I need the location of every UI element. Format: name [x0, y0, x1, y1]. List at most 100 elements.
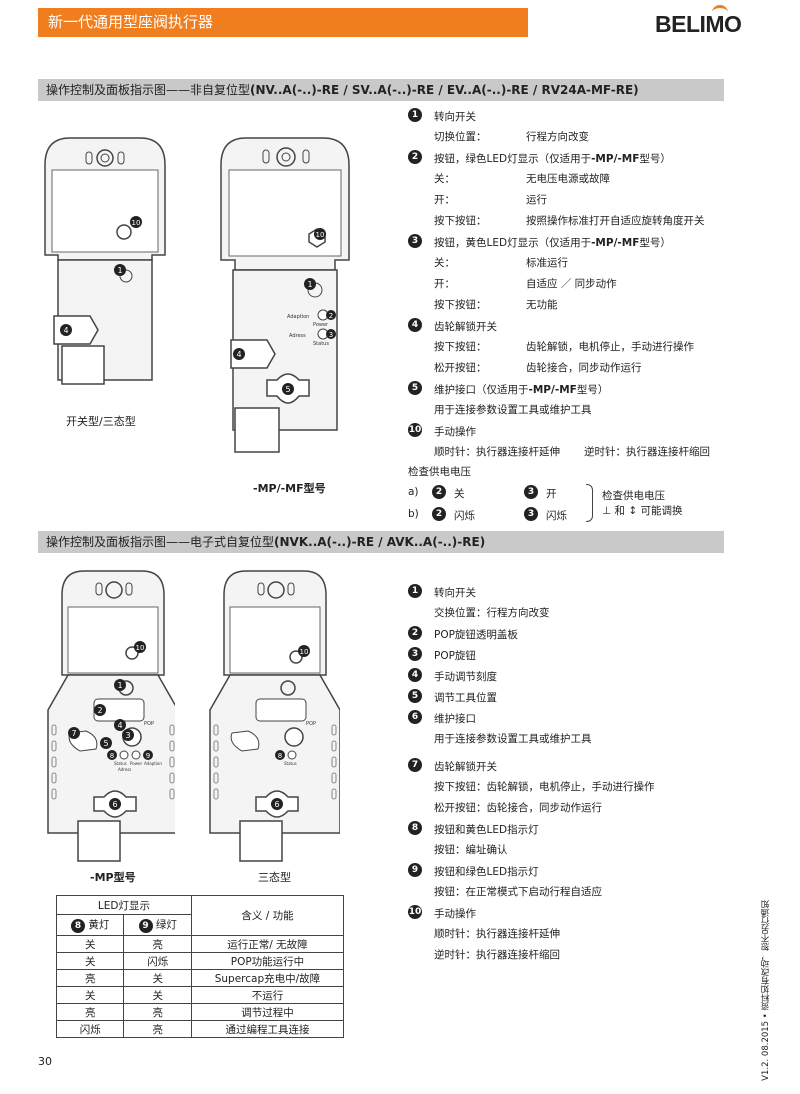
svg-text:4: 4 [63, 326, 68, 335]
svg-text:8: 8 [278, 752, 282, 760]
item-number-badge: 4 [408, 668, 422, 682]
table-cell: 闪烁 [55, 1020, 125, 1038]
item-value: 自适应 ／ 同步动作 [526, 278, 617, 290]
caption-mp: -MP/-MF型号 [253, 482, 326, 495]
item-text: 交换位置：行程方向改变 [434, 607, 550, 619]
svg-text:Adaption: Adaption [144, 761, 162, 766]
item-text: 用于连接参数设置工具或维护工具 [434, 404, 592, 416]
svg-text:6: 6 [274, 800, 279, 809]
table-cell: 闪烁 [123, 952, 192, 970]
item-key: 开： [434, 278, 455, 290]
item-key: 按下按钮： [434, 341, 487, 353]
svg-text:6: 6 [112, 800, 117, 809]
item-number-badge: 5 [408, 689, 422, 703]
svg-text:10: 10 [136, 644, 145, 652]
item-title: 调节工具位置 [434, 692, 497, 704]
logo-arc-icon [712, 5, 728, 20]
item-value: 逆时针：执行器连接杆缩回 [584, 446, 710, 458]
page-header-bar: 新一代通用型座阀执行器 [38, 8, 528, 37]
item-text: 按钮：编址确认 [434, 844, 508, 856]
item-text: 按下按钮：齿轮解锁，电机停止，手动进行操作 [434, 781, 655, 793]
item-number-badge: 7 [408, 758, 422, 772]
item-number-badge: 3 [408, 234, 422, 248]
section2-title: 操作控制及面板指示图——电子式自复位型(NVK..A(-..)-RE / AVK… [38, 531, 724, 553]
item-value: 无电压电源或故障 [526, 173, 610, 185]
item-title: 齿轮解锁开关 [434, 761, 497, 773]
belimo-logo: BELIMO [655, 11, 742, 37]
svg-text:9: 9 [146, 752, 150, 760]
table-cell: 亮 [55, 1003, 125, 1021]
table-cell: 运行正常/ 无故障 [190, 935, 345, 953]
svg-text:1: 1 [117, 681, 122, 690]
table-cell: 关 [123, 986, 192, 1004]
item-value: 标准运行 [526, 257, 568, 269]
svg-text:3: 3 [329, 331, 333, 339]
item-number-badge: 8 [408, 821, 422, 835]
svg-text:5: 5 [285, 385, 290, 394]
actuator-diagram-mp: 10 1 Adaption 2 Power Adress 3 Status 4 … [220, 137, 350, 453]
item-value: 无功能 [526, 299, 558, 311]
svg-text:Status: Status [114, 761, 127, 766]
item-number-badge: 6 [408, 710, 422, 724]
svg-text:4: 4 [117, 721, 122, 730]
item-key: 松开按钮： [434, 362, 487, 374]
item-title: 按钮，黄色LED灯显示（仅适用于-MP/-MF型号） [434, 237, 671, 249]
svg-text:1: 1 [117, 266, 122, 275]
item-title: 手动操作 [434, 426, 476, 438]
svg-text:1: 1 [307, 280, 312, 289]
item-text: 按钮：在正常模式下启动行程自适应 [434, 886, 602, 898]
svg-text:3: 3 [125, 731, 130, 740]
svg-text:2: 2 [329, 312, 333, 320]
label-adaption: Adaption [287, 314, 309, 320]
side-version-note: V1.2. 08.2015 • 资料如有改动，恕不另行通知 [761, 900, 771, 1081]
item-value: 行程方向改变 [526, 131, 589, 143]
item-title: POP旋钮透明盖板 [434, 629, 518, 641]
caption-onoff: 开关型/三态型 [66, 415, 136, 428]
actuator-diagram-onoff: 10 1 4 [44, 137, 166, 385]
item-title: 齿轮解锁开关 [434, 321, 497, 333]
item-text: 顺时针：执行器连接杆延伸 [434, 928, 560, 940]
item-number-badge: 1 [408, 108, 422, 122]
table-cell: 关 [55, 986, 125, 1004]
item-key: 切换位置： [434, 131, 487, 143]
table-cell: 通过编程工具连接 [190, 1020, 345, 1038]
item-number-badge: 2 [408, 626, 422, 640]
check-title: 检查供电电压 [408, 466, 471, 478]
svg-text:Adress: Adress [118, 767, 131, 772]
item-title: 手动调节刻度 [434, 671, 497, 683]
svg-text:2: 2 [97, 706, 102, 715]
page-number: 30 [38, 1055, 52, 1068]
item-value: 运行 [526, 194, 547, 206]
table-row: 闪烁亮通过编程工具连接 [55, 1020, 345, 1038]
item-text: 松开按钮：齿轮接合，同步动作运行 [434, 802, 602, 814]
item-number-badge: 10 [408, 905, 422, 919]
item-value: 按照操作标准打开自适应旋转角度开关 [526, 215, 705, 227]
table-cell: 不运行 [190, 986, 345, 1004]
actuator-diagram-ek-mp: 10 1 2 4 POP 3 7 5 8 9 Status Power Adap… [47, 570, 175, 862]
table-cell: 亮 [123, 1020, 192, 1038]
item-key: 按下按钮： [434, 215, 487, 227]
item-number-badge: 1 [408, 584, 422, 598]
table-cell: 调节过程中 [190, 1003, 345, 1021]
item-number-badge: 10 [408, 423, 422, 437]
svg-text:8: 8 [110, 752, 114, 760]
table-cell: 亮 [55, 969, 125, 987]
table-cell: 亮 [123, 935, 192, 953]
svg-text:POP: POP [144, 721, 154, 727]
item-value: 齿轮解锁，电机停止，手动进行操作 [526, 341, 694, 353]
brace [586, 484, 593, 522]
svg-text:POP: POP [306, 721, 316, 727]
table-cell: Supercap充电中/故障 [190, 969, 345, 987]
svg-text:10: 10 [132, 219, 141, 227]
item-key: 关： [434, 257, 455, 269]
svg-text:Status: Status [284, 761, 297, 766]
table-cell: 亮 [123, 1003, 192, 1021]
item-title: 按钮和黄色LED指示灯 [434, 824, 539, 836]
svg-text:4: 4 [236, 350, 241, 359]
svg-text:10: 10 [300, 648, 309, 656]
item-number-badge: 9 [408, 863, 422, 877]
item-key: 按下按钮： [434, 299, 487, 311]
table-cell: 关 [55, 935, 125, 953]
